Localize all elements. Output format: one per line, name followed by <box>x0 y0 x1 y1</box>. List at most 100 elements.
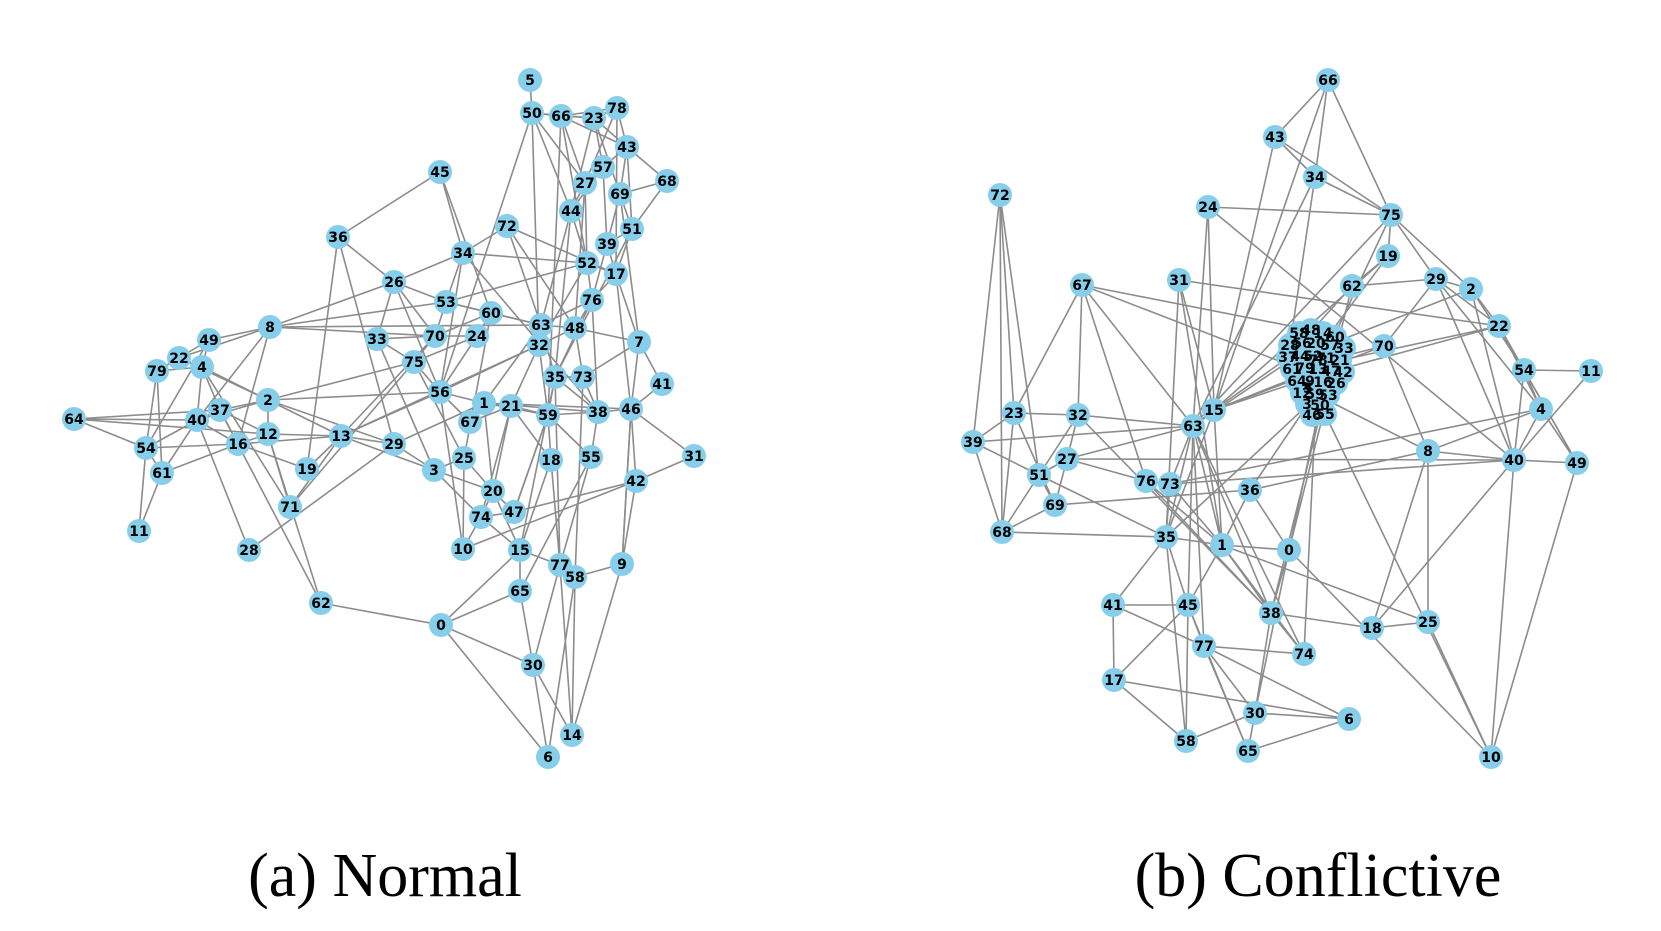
conflictive-node-label-54: 54 <box>1514 363 1534 379</box>
normal-node-label-31: 31 <box>684 449 703 465</box>
normal-edge-46-31 <box>630 408 695 457</box>
conflictive-edge-8-18 <box>1371 450 1429 629</box>
normal-node-37 <box>208 398 232 422</box>
normal-node-0 <box>429 613 453 637</box>
conflictive-node-24 <box>1196 195 1220 219</box>
normal-node-13 <box>329 424 353 448</box>
normal-node-circles <box>62 68 706 769</box>
normal-node-45 <box>428 160 452 184</box>
conflictive-node-65 <box>1236 739 1260 763</box>
normal-edge-79-54 <box>145 370 158 449</box>
conflictive-node-72 <box>988 183 1012 207</box>
normal-node-51 <box>620 217 644 241</box>
conflictive-edge-34-c5 <box>1289 176 1316 346</box>
normal-node-label-6: 6 <box>543 750 553 766</box>
conflictive-edge-0-10 <box>1288 549 1492 758</box>
conflictive-node-label-3: 3 <box>1302 397 1312 413</box>
conflictive-node-label-67: 67 <box>1072 278 1091 294</box>
conflictive-node-label-39: 39 <box>963 435 982 451</box>
conflictive-node-label-57: 57 <box>1320 338 1339 354</box>
conflictive-node-label-48: 48 <box>1301 323 1320 339</box>
normal-node-label-72: 72 <box>497 219 516 235</box>
conflictive-edge-40-27 <box>1066 458 1515 461</box>
normal-node-46 <box>619 397 643 421</box>
caption-conflictive: (b) Conflictive <box>1135 842 1502 910</box>
normal-edge-0-15 <box>440 549 521 626</box>
normal-edge-40-28 <box>196 419 250 551</box>
normal-node-18 <box>539 448 563 472</box>
normal-node-label-34: 34 <box>453 246 473 262</box>
normal-node-label-15: 15 <box>510 543 529 559</box>
conflictive-node-label-8: 8 <box>1423 444 1433 460</box>
conflictive-edge-76-1 <box>1145 480 1223 546</box>
normal-edge-2-56 <box>267 391 441 401</box>
conflictive-node-70 <box>1372 334 1396 358</box>
conflictive-edge-67-23 <box>1013 284 1083 414</box>
conflictive-node-label-43: 43 <box>1265 130 1284 146</box>
conflictive-edge-75-29 <box>1390 214 1437 280</box>
conflictive-node-29 <box>1424 267 1448 291</box>
normal-node-label-51: 51 <box>622 222 641 238</box>
normal-node-79 <box>145 359 169 383</box>
normal-node-5 <box>518 68 542 92</box>
conflictive-edge-30-58 <box>1185 712 1256 742</box>
normal-node-label-28: 28 <box>239 543 258 559</box>
normal-edge-65-0 <box>440 590 521 626</box>
conflictive-node-label-27: 27 <box>1057 452 1076 468</box>
conflictive-node-label-59: 59 <box>1305 387 1324 403</box>
conflictive-edge-8-40 <box>1427 450 1515 461</box>
normal-node-65 <box>508 579 532 603</box>
conflictive-node-label-18: 18 <box>1362 621 1381 637</box>
normal-node-label-57: 57 <box>593 160 612 176</box>
conflictive-node-54 <box>1512 358 1536 382</box>
conflictive-edge-8-36 <box>1249 450 1429 491</box>
normal-node-76 <box>580 288 604 312</box>
conflictive-node-6 <box>1337 707 1361 731</box>
normal-node-label-46: 46 <box>621 402 640 418</box>
conflictive-node-62 <box>1340 274 1364 298</box>
normal-node-52 <box>575 251 599 275</box>
conflictive-edge-49-10 <box>1490 462 1578 758</box>
normal-node-label-18: 18 <box>541 453 560 469</box>
conflictive-node-label-5: 5 <box>1303 381 1313 397</box>
normal-node-55 <box>579 445 603 469</box>
normal-edge-8-22 <box>178 326 271 359</box>
normal-edge-16-13 <box>237 435 342 445</box>
normal-edge-34-52 <box>462 252 588 264</box>
normal-node-label-17: 17 <box>606 267 625 283</box>
conflictive-node-label-71: 71 <box>1316 351 1335 367</box>
normal-node-label-10: 10 <box>453 542 473 558</box>
normal-node-label-23: 23 <box>584 111 603 127</box>
normal-edge-0-6 <box>440 624 549 758</box>
normal-edge-26-8 <box>269 281 395 328</box>
normal-node-72 <box>495 214 519 238</box>
conflictive-node-label-36: 36 <box>1240 483 1259 499</box>
conflictive-node-label-34: 34 <box>1305 170 1325 186</box>
normal-node-label-59: 59 <box>538 408 557 424</box>
normal-edge-75-25 <box>413 361 465 459</box>
normal-node-label-25: 25 <box>454 451 473 467</box>
normal-node-57 <box>591 155 615 179</box>
conflictive-node-31 <box>1167 268 1191 292</box>
conflictive-edge-63-74 <box>1192 425 1305 655</box>
normal-node-label-73: 73 <box>573 370 592 386</box>
conflictive-node-label-79: 79 <box>1295 361 1314 377</box>
normal-node-label-42: 42 <box>626 474 645 490</box>
normal-edge-45-36 <box>337 171 441 238</box>
conflictive-node-66 <box>1316 68 1340 92</box>
conflictive-node-label-17: 17 <box>1104 673 1123 689</box>
normal-node-3 <box>422 458 446 482</box>
normal-node-78 <box>605 96 629 120</box>
normal-node-label-52: 52 <box>577 256 596 272</box>
normal-node-25 <box>452 446 476 470</box>
normal-node-label-48: 48 <box>565 321 584 337</box>
conflictive-node-label-30: 30 <box>1245 706 1265 722</box>
conflictive-node-41 <box>1101 593 1125 617</box>
normal-edge-77-30 <box>532 564 561 666</box>
conflictive-node-label-42: 42 <box>1333 365 1352 381</box>
conflictive-edge-72-68 <box>999 194 1003 533</box>
normal-edge-64-12 <box>73 418 269 435</box>
conflictive-node-55 <box>1313 402 1337 426</box>
conflictive-edge-63-38 <box>1192 425 1272 614</box>
